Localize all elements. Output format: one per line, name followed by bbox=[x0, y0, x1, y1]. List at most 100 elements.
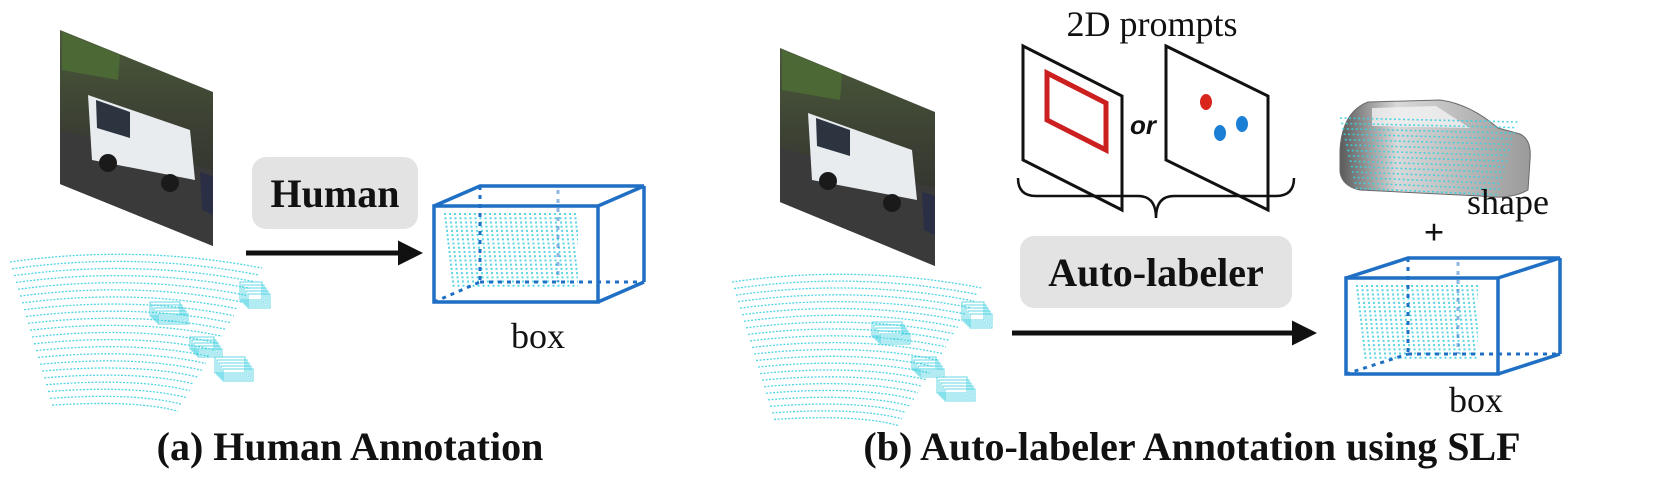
lidar-object-cluster bbox=[155, 310, 187, 323]
or-label: or bbox=[1130, 110, 1158, 140]
lidar-scan-line bbox=[33, 338, 215, 351]
lidar-object-cluster bbox=[936, 376, 968, 394]
lidar-scan-line bbox=[19, 289, 243, 303]
lidar-object-cluster bbox=[193, 342, 219, 354]
lidar-scan-line bbox=[31, 331, 219, 344]
red-box-prompt bbox=[1044, 68, 1109, 155]
human-label: Human bbox=[271, 171, 400, 216]
human-pill-bg bbox=[252, 157, 418, 229]
lidar-scan-line bbox=[21, 296, 239, 310]
lidar-scan-line bbox=[767, 396, 911, 407]
lidar-object-cluster bbox=[919, 368, 945, 378]
lidar-object-cluster bbox=[218, 362, 250, 378]
lidar-scan-line bbox=[755, 355, 935, 368]
lidar-scan-line bbox=[29, 324, 223, 337]
box-top-edges bbox=[433, 184, 645, 208]
lidar-scan-line bbox=[49, 395, 183, 405]
panel-a: Human box (a) Human Annotation bbox=[9, 30, 646, 469]
lidar-object-cluster bbox=[967, 310, 991, 327]
lidar-object-cluster bbox=[917, 365, 943, 376]
3d-box-b bbox=[1344, 256, 1562, 376]
point-cloud-a bbox=[9, 253, 271, 412]
lidar-scan-line bbox=[45, 381, 191, 392]
auto-labeler-label: Auto-labeler bbox=[1048, 250, 1264, 295]
lidar-scan-line bbox=[741, 307, 963, 322]
box-front-face bbox=[432, 204, 600, 304]
shape-point-row bbox=[1350, 165, 1505, 174]
shape-point-overlay bbox=[1339, 117, 1519, 196]
lidar-object-cluster bbox=[157, 313, 189, 325]
lidar-object-cluster bbox=[220, 365, 252, 380]
lidar-scan-line bbox=[773, 417, 899, 427]
lidar-scan-line bbox=[47, 388, 187, 399]
lidar-object-cluster bbox=[247, 293, 271, 309]
lidar-scan-line bbox=[743, 314, 959, 328]
camera-image-b bbox=[780, 48, 935, 266]
box-label-b: box bbox=[1449, 380, 1503, 420]
lidar-scan-line bbox=[765, 389, 915, 400]
lidar-scan-line bbox=[13, 267, 255, 283]
box-label-a: box bbox=[511, 316, 565, 356]
lidar-scan-line bbox=[15, 274, 251, 290]
lidar-object-cluster bbox=[877, 330, 909, 343]
shape-label: shape bbox=[1467, 182, 1549, 222]
lidar-scan-line bbox=[771, 410, 903, 420]
lidar-object-cluster bbox=[965, 307, 989, 325]
lidar-scan-line bbox=[41, 367, 199, 378]
box-bottom-right-edge bbox=[1497, 352, 1561, 376]
lidar-scan-line bbox=[37, 353, 207, 365]
lidar-object-cluster bbox=[942, 385, 974, 400]
lidar-object-cluster bbox=[915, 362, 941, 374]
lidar-scan-line bbox=[749, 335, 947, 348]
lidar-scan-line bbox=[763, 382, 919, 394]
caption-a: (a) Human Annotation bbox=[157, 424, 544, 469]
lidar-object-cluster bbox=[149, 301, 181, 317]
prompt-box-card bbox=[1021, 43, 1124, 213]
lidar-object-cluster bbox=[216, 359, 248, 376]
point-cloud-b bbox=[731, 273, 993, 427]
lidar-scan-line bbox=[733, 280, 979, 296]
camera-image-a bbox=[60, 30, 213, 246]
lidar-scan-line bbox=[737, 294, 971, 309]
lidar-object-cluster bbox=[197, 348, 223, 358]
shape-point-row bbox=[1355, 187, 1499, 196]
blue-point-prompt bbox=[1214, 125, 1226, 141]
lidar-object-cluster bbox=[938, 379, 970, 396]
lidar-scan-line bbox=[759, 369, 927, 381]
lidar-scan-line bbox=[769, 403, 907, 413]
prompt-points-card bbox=[1164, 43, 1270, 213]
shape-point-row bbox=[1354, 182, 1501, 190]
lidar-object-cluster bbox=[969, 313, 993, 329]
lidar-scan-line bbox=[753, 348, 939, 361]
shape-point-row bbox=[1349, 160, 1507, 168]
lidar-scan-line bbox=[23, 303, 235, 317]
box-bottom-right-edge bbox=[597, 280, 645, 304]
lidar-scan-line bbox=[757, 362, 931, 374]
box-hidden-edge bbox=[1345, 352, 1409, 376]
lidar-scan-line bbox=[43, 374, 195, 385]
lidar-object-cluster bbox=[222, 368, 254, 382]
shape-point-row bbox=[1345, 144, 1511, 151]
lidar-object-cluster bbox=[944, 388, 976, 402]
lidar-scan-line bbox=[27, 317, 227, 331]
lidar-object-cluster bbox=[214, 356, 246, 374]
box-top-edges bbox=[1345, 256, 1561, 280]
lidar-object-cluster bbox=[940, 382, 972, 398]
lidar-scan-line bbox=[51, 402, 179, 412]
lidar-scan-line bbox=[17, 282, 247, 296]
lidar-object-cluster bbox=[245, 290, 269, 307]
auto-labeler-pill-bg bbox=[1020, 236, 1292, 308]
lidar-scan-line bbox=[11, 260, 259, 276]
lidar-scan-line bbox=[751, 342, 943, 355]
lidar-object-cluster bbox=[195, 345, 221, 356]
shape-mesh bbox=[1339, 99, 1531, 198]
lidar-scan-line bbox=[747, 328, 951, 342]
shape-point-row bbox=[1344, 138, 1513, 146]
red-point-prompt bbox=[1200, 94, 1212, 110]
lidar-scan-line bbox=[25, 310, 231, 324]
lidar-object-cluster bbox=[243, 287, 267, 305]
lidar-scan-line bbox=[735, 287, 975, 302]
shape-point-row bbox=[1342, 128, 1516, 134]
panel-b: 2D prompts or Auto-labeler sha bbox=[731, 4, 1562, 469]
